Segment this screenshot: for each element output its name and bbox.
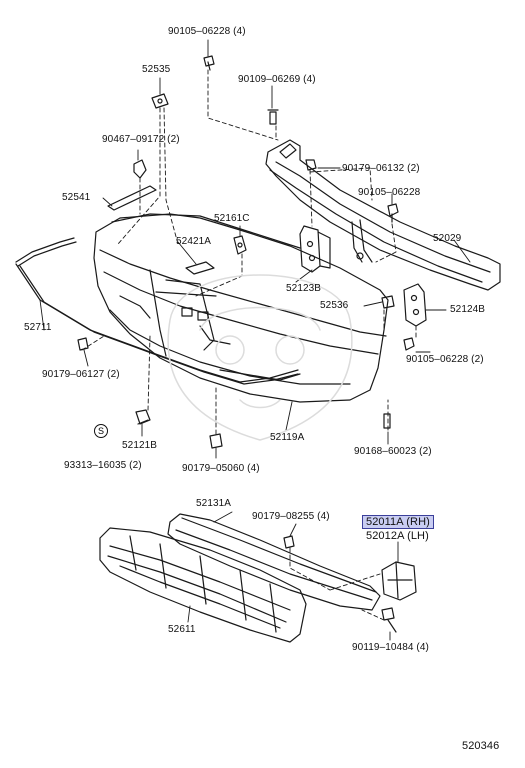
absorber-52611 (99, 527, 307, 643)
leader-lines (39, 39, 471, 641)
bracket-52123b (299, 225, 331, 273)
label-52119a: 52119A (270, 432, 305, 443)
bumper-cover-52119a (93, 213, 389, 403)
label-90179-05060: 90179–05060 (4) (182, 463, 260, 474)
figure-number: 520346 (462, 740, 500, 752)
label-90168-60023: 90168–60023 (2) (354, 446, 432, 457)
pad-52421a (185, 261, 215, 275)
label-52123b: 52123B (286, 283, 322, 294)
label-52711: 52711 (24, 322, 52, 333)
label-52131a: 52131A (196, 498, 232, 509)
label-90109-06269: 90109–06269 (4) (238, 74, 316, 85)
label-52541: 52541 (62, 192, 91, 203)
reinforcement-52131a (167, 513, 381, 611)
label-90105-06228-2: 90105–06228 (2) (406, 354, 484, 365)
molding-52711 (15, 237, 299, 385)
label-52536: 52536 (320, 300, 349, 311)
label-52011a-rh-highlighted[interactable]: 52011A (RH) (362, 515, 434, 529)
label-90119-10484: 90119–10484 (4) (352, 642, 429, 653)
label-93313-16035: 93313–16035 (2) (64, 460, 142, 471)
label-52121b: 52121B (122, 440, 158, 451)
fasteners (77, 55, 415, 633)
label-90105-06228-4-top: 90105–06228 (4) (168, 26, 246, 37)
bracket-52124b (403, 283, 427, 327)
label-90105-06228: 90105–06228 (358, 187, 421, 198)
label-52012a-lh: 52012A (LH) (366, 530, 429, 542)
label-52421a: 52421A (176, 236, 212, 247)
label-52611: 52611 (168, 624, 196, 635)
watermark-emblem (167, 274, 353, 441)
label-52161c: 52161C (214, 213, 250, 224)
s-mark-circle: S (94, 424, 108, 438)
bracket-52011a (381, 561, 417, 601)
label-52124b: 52124B (450, 304, 486, 315)
spacer-52541 (107, 185, 157, 211)
label-90467-09172: 90467–09172 (2) (102, 134, 180, 145)
label-90179-06127: 90179–06127 (2) (42, 369, 120, 380)
reinforcement-52029 (265, 139, 501, 291)
label-90179-06132: 90179–06132 (2) (342, 163, 420, 174)
label-52535: 52535 (142, 64, 171, 75)
label-90179-08255: 90179–08255 (4) (252, 511, 330, 522)
label-52029: 52029 (433, 233, 462, 244)
